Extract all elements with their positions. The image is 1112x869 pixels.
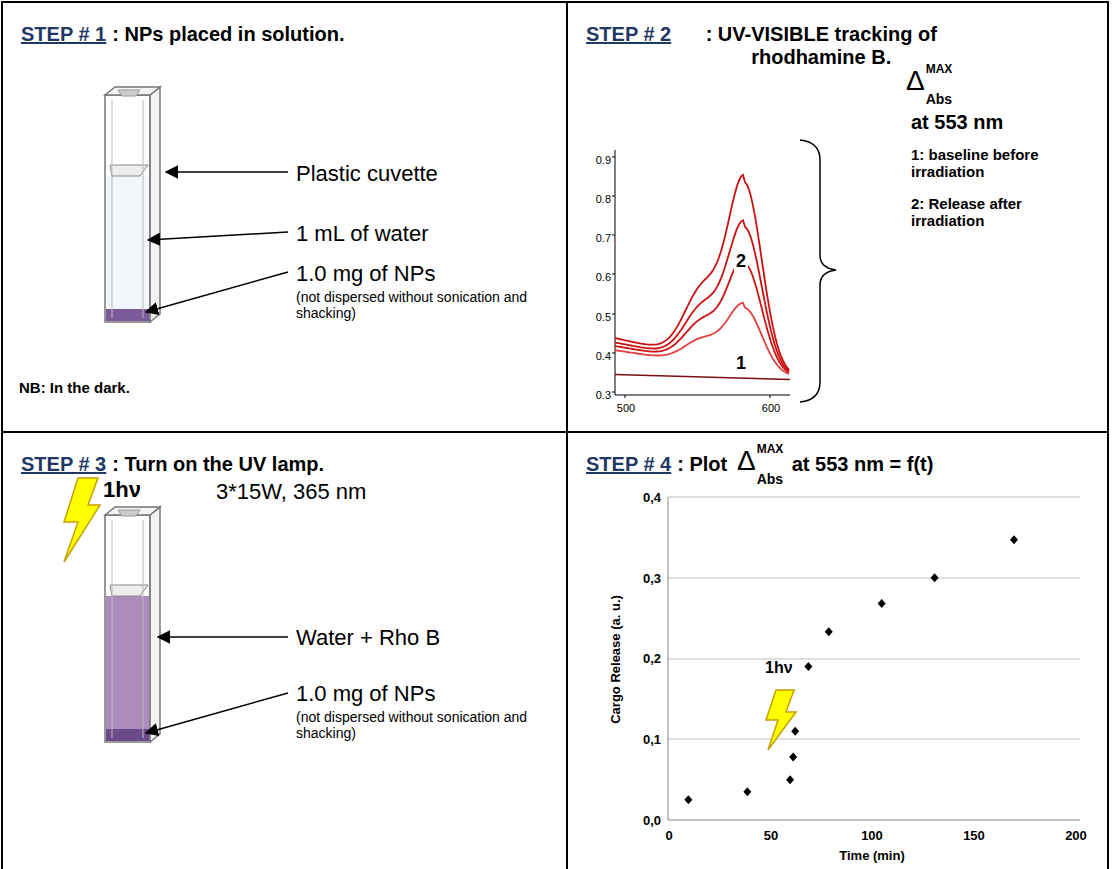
- text-label: Abs: [757, 471, 783, 487]
- text-label: 150: [963, 829, 985, 844]
- data-point: [684, 795, 692, 804]
- text-label: 0.4: [596, 350, 611, 363]
- text-label: Δ: [906, 65, 925, 97]
- text-label: 0,2: [643, 652, 661, 667]
- text-label: 1: [734, 353, 748, 374]
- data-point: [878, 599, 886, 608]
- baseline-curve: [615, 374, 790, 379]
- data-point: [791, 727, 799, 736]
- text-label: 50: [764, 829, 778, 844]
- text-label: MAX: [757, 443, 784, 457]
- spectrum-curve: [615, 175, 789, 370]
- text-label: 0,0: [643, 814, 661, 829]
- text-label: Abs: [926, 91, 952, 107]
- step-label: STEP # 2: [586, 23, 671, 46]
- text-label: 2: Release after irradiation: [911, 195, 1076, 230]
- text-label: Plastic cuvette: [296, 161, 438, 186]
- text-label: 600: [762, 402, 780, 415]
- text-label: 0.9: [596, 154, 611, 167]
- step-label: STEP # 4: [586, 453, 671, 476]
- text-label: 200: [1065, 829, 1087, 844]
- text-label: Time (min): [839, 849, 905, 864]
- text-label: 0.5: [596, 311, 611, 324]
- step-panel: STEP # 3 : Turn on the UV lamp.1hν 3*15W, …: [1, 431, 568, 869]
- text-label: at 553 nm: [911, 111, 1003, 134]
- text-label: 1.0 mg of NPs: [296, 261, 435, 286]
- text-label: 1hν: [765, 659, 793, 677]
- text-label: 500: [617, 402, 635, 415]
- text-label: 0,3: [643, 572, 661, 587]
- text-label: Δ: [737, 445, 756, 477]
- text-label: at 553 nm = f(t): [792, 453, 934, 476]
- text-label: 0.7: [596, 232, 611, 245]
- step-label: STEP # 1: [21, 23, 106, 46]
- data-point: [1010, 535, 1018, 544]
- text-label: 0,4: [643, 491, 661, 506]
- text-label: (not dispersed without sonication and sh…: [296, 709, 531, 741]
- data-point: [804, 662, 812, 671]
- data-point: [789, 753, 797, 762]
- text-label: 100: [861, 829, 883, 844]
- text-label: 0.3: [596, 389, 611, 402]
- text-label: 2: [734, 251, 748, 272]
- data-point: [931, 573, 939, 582]
- step-panel: STEP # 4 : Plot ΔAbs MAX at 553 nm = f(t) 0,4…: [566, 431, 1109, 869]
- text-label: 0: [665, 829, 672, 844]
- text-label: 1hν: [103, 477, 141, 502]
- step-panel: STEP # 1 : NPs placed in solution. Plastic…: [1, 1, 568, 433]
- data-point: [825, 627, 833, 636]
- text-label: MAX: [926, 63, 953, 77]
- step-title: : NPs placed in solution.: [112, 23, 344, 46]
- step-panel: STEP # 2: UV-VISIBLE tracking of rhodham…: [566, 1, 1109, 433]
- text-label: 1 mL of water: [296, 221, 428, 246]
- step-title: : Turn on the UV lamp.: [112, 453, 324, 476]
- step-label: STEP # 3: [21, 453, 106, 476]
- step-title: : UV-VISIBLE tracking of rhodhamine B.: [675, 23, 967, 69]
- text-label: 0.6: [596, 271, 611, 284]
- data-point: [743, 787, 751, 796]
- spectrum-curve: [615, 220, 789, 371]
- text-label: (not dispersed without sonication and sh…: [296, 289, 531, 321]
- step-title: : Plot: [677, 453, 727, 476]
- text-label: Water + Rho B: [296, 625, 440, 650]
- text-label: Cargo Release (a. u.): [609, 595, 624, 724]
- text-label: 1.0 mg of NPs: [296, 681, 435, 706]
- data-point: [786, 775, 794, 784]
- text-label: 1: baseline before irradiation: [911, 146, 1076, 181]
- spectrum-curve: [615, 258, 789, 373]
- text-label: 3*15W, 365 nm: [216, 479, 366, 504]
- text-label: 0,1: [643, 733, 661, 748]
- text-label: NB: In the dark.: [19, 379, 130, 396]
- text-label: 0.8: [596, 193, 611, 206]
- spectrum-curve: [615, 303, 789, 374]
